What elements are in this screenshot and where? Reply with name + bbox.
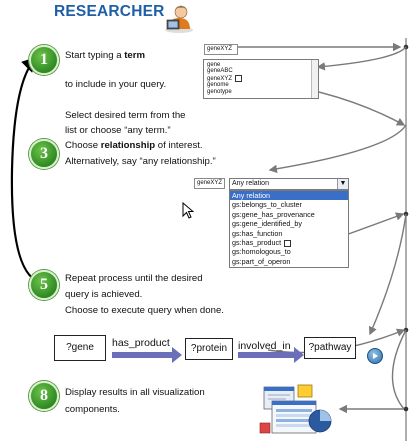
- step-8-text-2: components.: [65, 404, 120, 415]
- step-3-text-2: Alternatively, say “any relationship.”: [65, 156, 216, 167]
- page-title: RESEARCHER: [54, 3, 165, 20]
- execute-query-button[interactable]: [367, 348, 383, 364]
- visualization-components-icon: [259, 384, 332, 434]
- query-edge-involved-in[interactable]: involved_in: [238, 340, 291, 352]
- relation-option[interactable]: gs:homologous_to: [232, 247, 291, 257]
- relation-option[interactable]: Any relation: [230, 191, 348, 201]
- step-5-badge: 5: [29, 270, 59, 300]
- step-8-text-1: Display results in all visualization: [65, 387, 205, 398]
- scrollbar[interactable]: [311, 60, 318, 98]
- step-3-text-1: Choose relationship of interest.: [65, 140, 203, 152]
- step-3-text-0b: list or choose “any term.”: [65, 125, 171, 136]
- step-5-text-2: query is achieved.: [65, 289, 143, 300]
- step-1-text: Start typing a term: [65, 50, 145, 62]
- step-1-text-bold: term: [124, 50, 145, 61]
- query-node-protein[interactable]: ?protein: [185, 338, 233, 360]
- query-node-gene[interactable]: ?gene: [54, 335, 106, 361]
- relation-dropdown-value: Any relation: [232, 180, 269, 187]
- relation-option-label: gs:has_product: [232, 238, 282, 248]
- step-1-text-2: to include in your query.: [65, 79, 167, 90]
- step-5-text-3: Choose to execute query when done.: [65, 305, 224, 316]
- term-option[interactable]: gene: [207, 62, 221, 68]
- term-input[interactable]: geneXYZ: [204, 44, 238, 55]
- relation-option[interactable]: gs:part_of_operon: [232, 256, 291, 266]
- query-edge-has-product[interactable]: has_product: [112, 337, 170, 349]
- relation-option[interactable]: gs:has_product: [230, 238, 348, 247]
- step-1-text-a: Start typing a: [65, 50, 125, 61]
- step-3-text-bold: relationship: [100, 140, 156, 151]
- step-1-badge: 1: [29, 45, 59, 75]
- relation-option[interactable]: gs:gene_identified_by: [232, 219, 302, 229]
- step-3-text-1a: Choose: [65, 140, 101, 151]
- relation-option[interactable]: gs:gene_has_provenance: [232, 209, 315, 219]
- query-node-pathway[interactable]: ?pathway: [304, 337, 356, 359]
- term-option-label: geneXYZ: [207, 75, 233, 82]
- select-marker-icon: [284, 239, 292, 247]
- term-option[interactable]: geneXYZ: [207, 74, 315, 82]
- term-option[interactable]: genotype: [207, 88, 232, 95]
- term-option[interactable]: geneABC: [207, 68, 233, 75]
- term-listbox[interactable]: gene geneABC geneXYZ genome genotype: [203, 59, 319, 99]
- relation-option[interactable]: gs:belongs_to_cluster: [232, 200, 302, 210]
- step-3-text-1c: of interest.: [155, 140, 203, 151]
- step-8-badge: 8: [29, 381, 59, 411]
- relation-listbox[interactable]: Any relation gs:belongs_to_cluster gs:ge…: [229, 190, 349, 268]
- step-3-text-0: Select desired term from the: [65, 110, 186, 121]
- relation-option[interactable]: gs:has_function: [232, 228, 283, 238]
- relation-term-input[interactable]: geneXYZ: [194, 178, 225, 189]
- relation-dropdown[interactable]: Any relation ▼: [229, 178, 349, 190]
- step-5-text-1: Repeat process until the desired: [65, 273, 203, 284]
- select-marker-icon: [235, 74, 243, 82]
- step-3-badge: 3: [29, 139, 59, 169]
- chevron-down-icon[interactable]: ▼: [337, 179, 348, 189]
- cursor-icon: [182, 202, 194, 219]
- term-option[interactable]: genome: [207, 82, 229, 89]
- researcher-icon: [165, 5, 193, 33]
